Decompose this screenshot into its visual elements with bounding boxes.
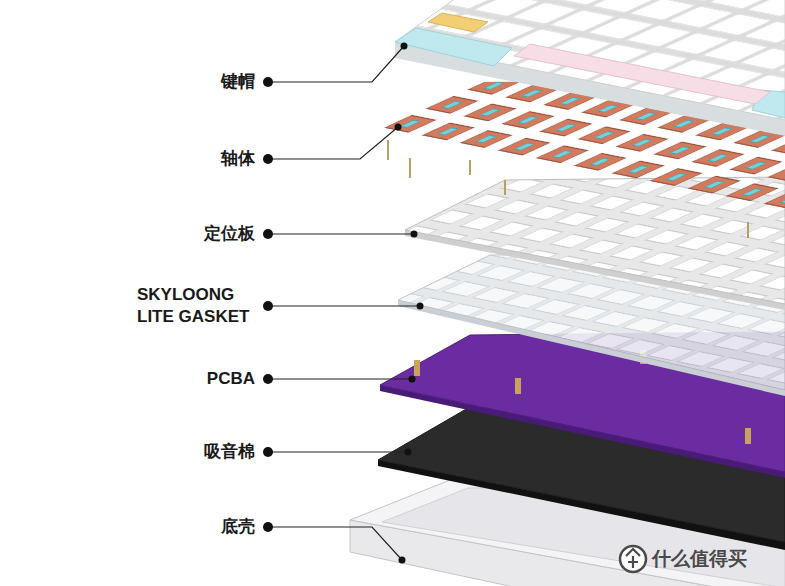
pink-spacebar xyxy=(514,44,770,104)
watermark-text: 什么值得买 xyxy=(652,548,747,570)
standoff xyxy=(515,378,521,394)
part-label: 底壳 xyxy=(221,516,255,538)
part-label: 定位板 xyxy=(204,223,255,245)
part-label: 轴体 xyxy=(221,148,255,170)
leader-dots xyxy=(263,43,424,564)
leader-lines xyxy=(268,46,420,560)
switch-pins xyxy=(388,140,748,238)
keycaps xyxy=(395,0,785,120)
watermark-logo xyxy=(620,546,646,572)
standoff xyxy=(745,428,751,444)
part-label: SKYLOONG LITE GASKET xyxy=(137,284,255,328)
standoff xyxy=(414,360,420,376)
part-label: 键帽 xyxy=(221,71,255,93)
cyan-keycap xyxy=(395,28,512,66)
part-label: PCBA xyxy=(207,368,255,390)
yellow-keycap xyxy=(428,13,488,32)
part-label: 吸音棉 xyxy=(204,441,255,463)
